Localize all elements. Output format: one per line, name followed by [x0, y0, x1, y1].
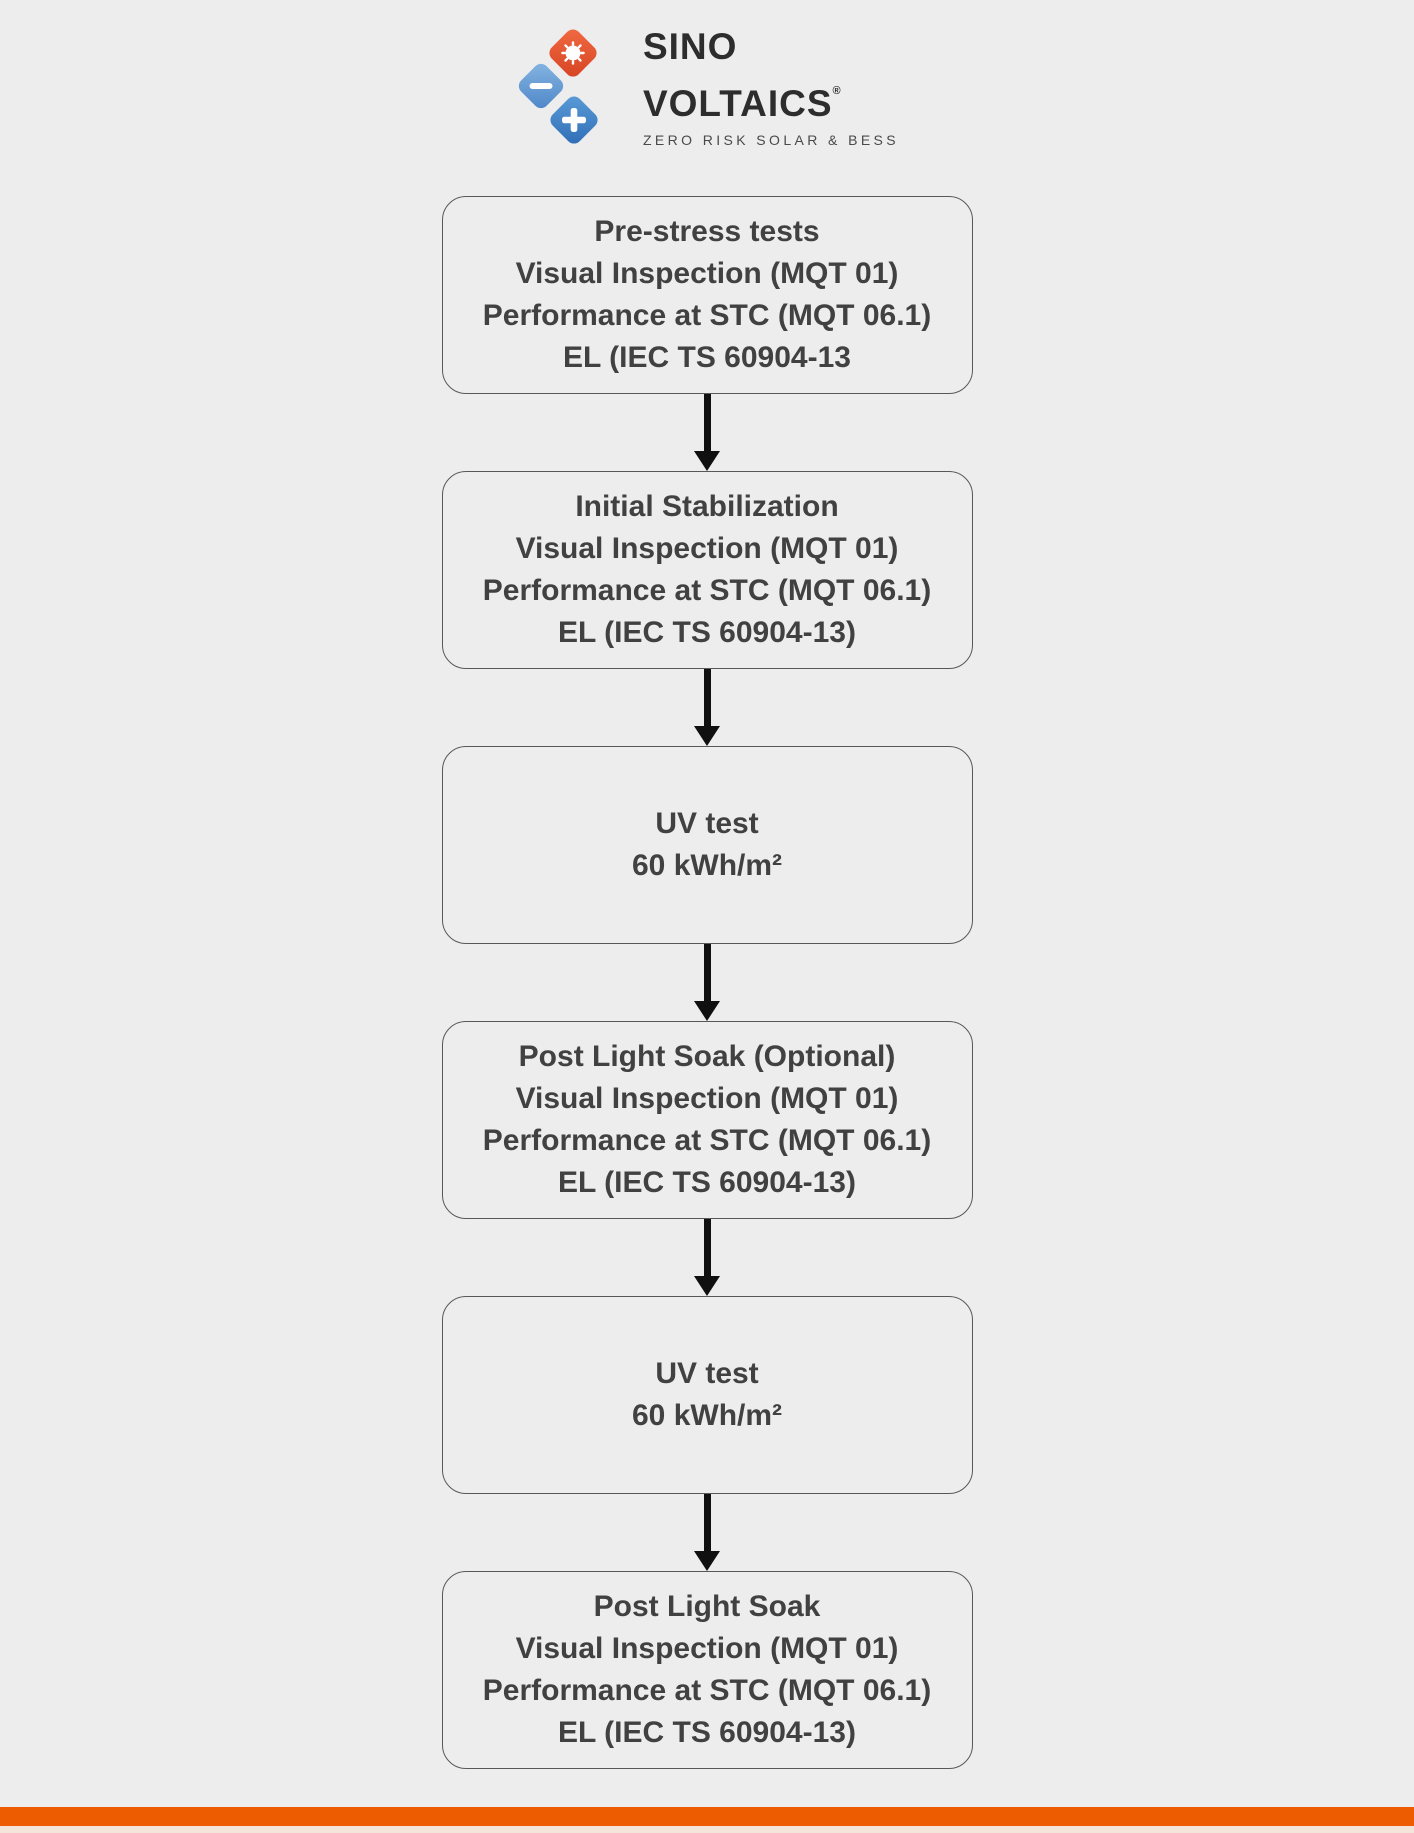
flow-box-line: EL (IEC TS 60904-13)	[558, 616, 856, 649]
flow-arrow-down	[442, 1494, 973, 1571]
arrow-shaft	[703, 944, 711, 1002]
flow-box-line: UV test	[655, 1357, 759, 1390]
flow-box-line: Initial Stabilization	[575, 490, 839, 523]
flow-box-line: 60 kWh/m²	[631, 1399, 783, 1432]
flow-box-line: Pre-stress tests	[594, 215, 820, 248]
flow-box-line: Performance at STC (MQT 06.1)	[482, 1124, 932, 1157]
arrow-head-icon	[694, 451, 720, 471]
flow-box-line: UV test	[655, 807, 759, 840]
flow-box-line: Performance at STC (MQT 06.1)	[482, 299, 932, 332]
flow-box-uv-test-2: UV test 60 kWh/m²	[441, 1296, 973, 1494]
flow-box-line: Visual Inspection (MQT 01)	[515, 1632, 899, 1665]
flow-box-post-light-soak: Post Light Soak Visual Inspection (MQT 0…	[441, 1571, 973, 1769]
footer-light-strip	[0, 1826, 1414, 1833]
arrow-shaft	[703, 1494, 711, 1552]
flow-box-line: EL (IEC TS 60904-13)	[558, 1166, 856, 1199]
brand-line-1: SINO	[642, 25, 738, 67]
flow-box-line: Performance at STC (MQT 06.1)	[482, 574, 932, 607]
flow-box-line: Visual Inspection (MQT 01)	[515, 257, 899, 290]
arrow-shaft	[703, 394, 711, 452]
flow-arrow-down	[442, 944, 973, 1021]
flow-box-initial-stabilization: Initial Stabilization Visual Inspection …	[441, 471, 973, 669]
registered-mark: ®	[832, 84, 841, 97]
flow-box-line: Visual Inspection (MQT 01)	[515, 532, 899, 565]
brand-line-2: VOLTAICS®	[642, 82, 841, 124]
flow-arrow-down	[442, 394, 973, 471]
sinovoltaics-logo: SINO VOLTAICS® ZERO RISK SOLAR & BESS	[515, 22, 899, 150]
arrow-head-icon	[694, 1001, 720, 1021]
minus-icon	[529, 83, 553, 89]
footer-orange-bar	[0, 1807, 1414, 1826]
sun-rays-icon	[561, 41, 585, 65]
arrow-shaft	[703, 669, 711, 727]
flow-box-line: EL (IEC TS 60904-13)	[558, 1716, 856, 1749]
flow-box-pre-stress-tests: Pre-stress tests Visual Inspection (MQT …	[441, 196, 973, 394]
flow-box-line: Performance at STC (MQT 06.1)	[482, 1674, 932, 1707]
flow-box-uv-test-1: UV test 60 kWh/m²	[441, 746, 973, 944]
logo-tagline: ZERO RISK SOLAR & BESS	[642, 131, 900, 148]
arrow-shaft	[703, 1219, 711, 1277]
flow-box-line: EL (IEC TS 60904-13	[563, 341, 851, 374]
arrow-head-icon	[694, 1551, 720, 1571]
logo-text: SINO VOLTAICS® ZERO RISK SOLAR & BESS	[643, 25, 899, 148]
arrow-head-icon	[694, 726, 720, 746]
flow-box-line: 60 kWh/m²	[631, 849, 783, 882]
flowchart: Pre-stress tests Visual Inspection (MQT …	[441, 196, 973, 1769]
flow-box-line: Post Light Soak (Optional)	[518, 1040, 896, 1073]
flow-box-line: Visual Inspection (MQT 01)	[515, 1082, 899, 1115]
sun-icon	[565, 45, 581, 61]
flow-box-line: Post Light Soak	[593, 1590, 821, 1623]
sinovoltaics-diamonds-icon	[518, 29, 598, 144]
flow-arrow-down	[442, 1219, 973, 1296]
flow-arrow-down	[442, 669, 973, 746]
arrow-head-icon	[694, 1276, 720, 1296]
plus-icon	[561, 108, 586, 132]
flow-box-post-light-soak-optional: Post Light Soak (Optional) Visual Inspec…	[441, 1021, 973, 1219]
